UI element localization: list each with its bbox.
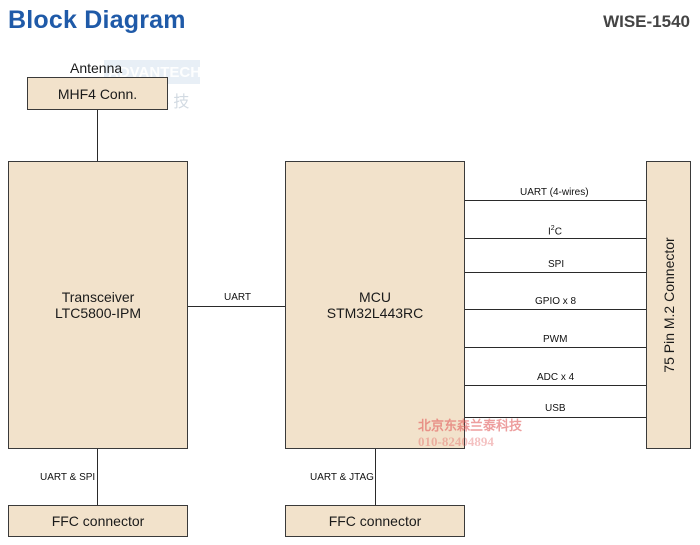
mhf4-connector-box: MHF4 Conn. bbox=[27, 77, 168, 110]
trx-ffc-link-label: UART & SPI bbox=[40, 472, 96, 483]
transceiver-box: Transceiver LTC5800-IPM bbox=[8, 161, 188, 449]
m2-connector-box: 75 Pin M.2 Connector bbox=[646, 161, 691, 449]
mcu-box: MCU STM32L443RC bbox=[285, 161, 465, 449]
bus-label-i2c-superscript: 2 bbox=[550, 225, 555, 232]
bus-line-spi bbox=[465, 272, 646, 273]
m2-connector-label: 75 Pin M.2 Connector bbox=[660, 237, 677, 373]
vendor-watermark-phone: 010-82404894 bbox=[418, 434, 494, 449]
trx-mcu-link-label: UART bbox=[224, 292, 252, 303]
vendor-watermark-name: 北京东森兰泰科技 bbox=[418, 418, 523, 433]
mcu-ffc-link-line bbox=[375, 449, 376, 505]
bus-label-adc: ADC x 4 bbox=[537, 372, 575, 383]
bus-label-uart: UART (4-wires) bbox=[520, 187, 589, 198]
mcu-name: MCU bbox=[359, 289, 391, 305]
bus-label-usb: USB bbox=[545, 403, 566, 414]
trx-mcu-link-line bbox=[188, 306, 286, 307]
mcu-part: STM32L443RC bbox=[326, 305, 424, 321]
ffc-connector-left-label: FFC connector bbox=[51, 513, 145, 529]
bus-line-gpio bbox=[465, 309, 646, 310]
model-name: WISE-1540 bbox=[603, 12, 690, 31]
bus-label-gpio: GPIO x 8 bbox=[535, 296, 577, 307]
page-title: Block Diagram bbox=[8, 6, 186, 34]
bus-line-i2c bbox=[465, 238, 646, 239]
mcu-ffc-link-label: UART & JTAG bbox=[310, 472, 374, 483]
brand-watermark-en: ADVANTECH bbox=[108, 64, 202, 81]
bus-line-usb bbox=[465, 417, 646, 418]
ffc-connector-right-label: FFC connector bbox=[328, 513, 422, 529]
transceiver-part: LTC5800-IPM bbox=[54, 305, 142, 321]
trx-ffc-link-line bbox=[97, 449, 98, 505]
bus-label-i2c: I2C bbox=[548, 225, 562, 238]
ffc-connector-right: FFC connector bbox=[285, 505, 465, 537]
ffc-connector-left: FFC connector bbox=[8, 505, 188, 537]
mhf4-connector-label: MHF4 Conn. bbox=[57, 85, 138, 102]
bus-line-uart bbox=[465, 200, 646, 201]
bus-line-adc bbox=[465, 385, 646, 386]
antenna-link-line bbox=[97, 110, 98, 161]
bus-line-pwm bbox=[465, 347, 646, 348]
transceiver-name: Transceiver bbox=[61, 289, 135, 305]
bus-label-spi: SPI bbox=[548, 259, 565, 270]
bus-label-pwm: PWM bbox=[543, 334, 568, 345]
antenna-label: Antenna bbox=[70, 60, 123, 76]
